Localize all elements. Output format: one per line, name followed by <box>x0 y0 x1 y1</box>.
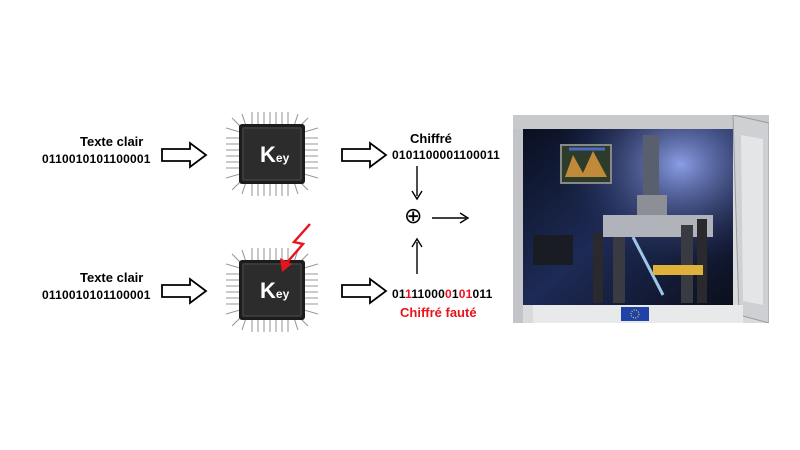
faulty-bits-segment: 01 <box>392 287 406 301</box>
bottom-output-arrow <box>341 277 388 305</box>
top-plaintext-label: Texte clair <box>80 134 144 149</box>
bottom-plaintext-bits: 0110010101100001 <box>42 288 151 302</box>
faulty-bits-segment: 01 <box>458 287 473 301</box>
faulty-bits-segment: 1 <box>451 287 459 301</box>
xor-symbol: ⊕ <box>404 204 423 229</box>
faulty-ciphertext-bits: 011110000101011 <box>392 287 493 301</box>
chip-key-label: Key <box>260 142 290 167</box>
xor-output-arrow <box>432 212 470 224</box>
top-output-arrow <box>341 141 388 169</box>
top-ciphertext-label: Chiffré <box>410 131 452 146</box>
faulty-ciphertext-label: Chiffré fauté <box>400 305 477 320</box>
faulty-bits-segment: 11000 <box>411 287 446 301</box>
xor-result-bits: 0010000000011000 <box>483 170 591 278</box>
faulty-bits-segment: 1 <box>405 287 412 301</box>
lightning-fault-icon <box>280 223 311 272</box>
bottom-input-arrow <box>161 277 208 305</box>
top-chip: Key <box>222 104 322 204</box>
top-ciphertext-bits: 0101100001100011 <box>392 148 500 162</box>
faulty-bits-segment: 0 <box>445 287 452 301</box>
top-plaintext-bits: 0110010101100001 <box>42 152 151 166</box>
chip-icon <box>225 112 319 196</box>
bottom-chip: Key <box>222 223 322 340</box>
chip-key-label: Key <box>260 278 290 303</box>
up-arrow <box>411 237 423 274</box>
top-input-arrow <box>161 141 208 169</box>
faulty-bits-segment: 011 <box>472 287 493 301</box>
down-arrow <box>411 166 423 201</box>
bottom-plaintext-label: Texte clair <box>80 270 144 285</box>
chip-icon <box>225 248 319 332</box>
lab-equipment-photo <box>513 115 769 323</box>
